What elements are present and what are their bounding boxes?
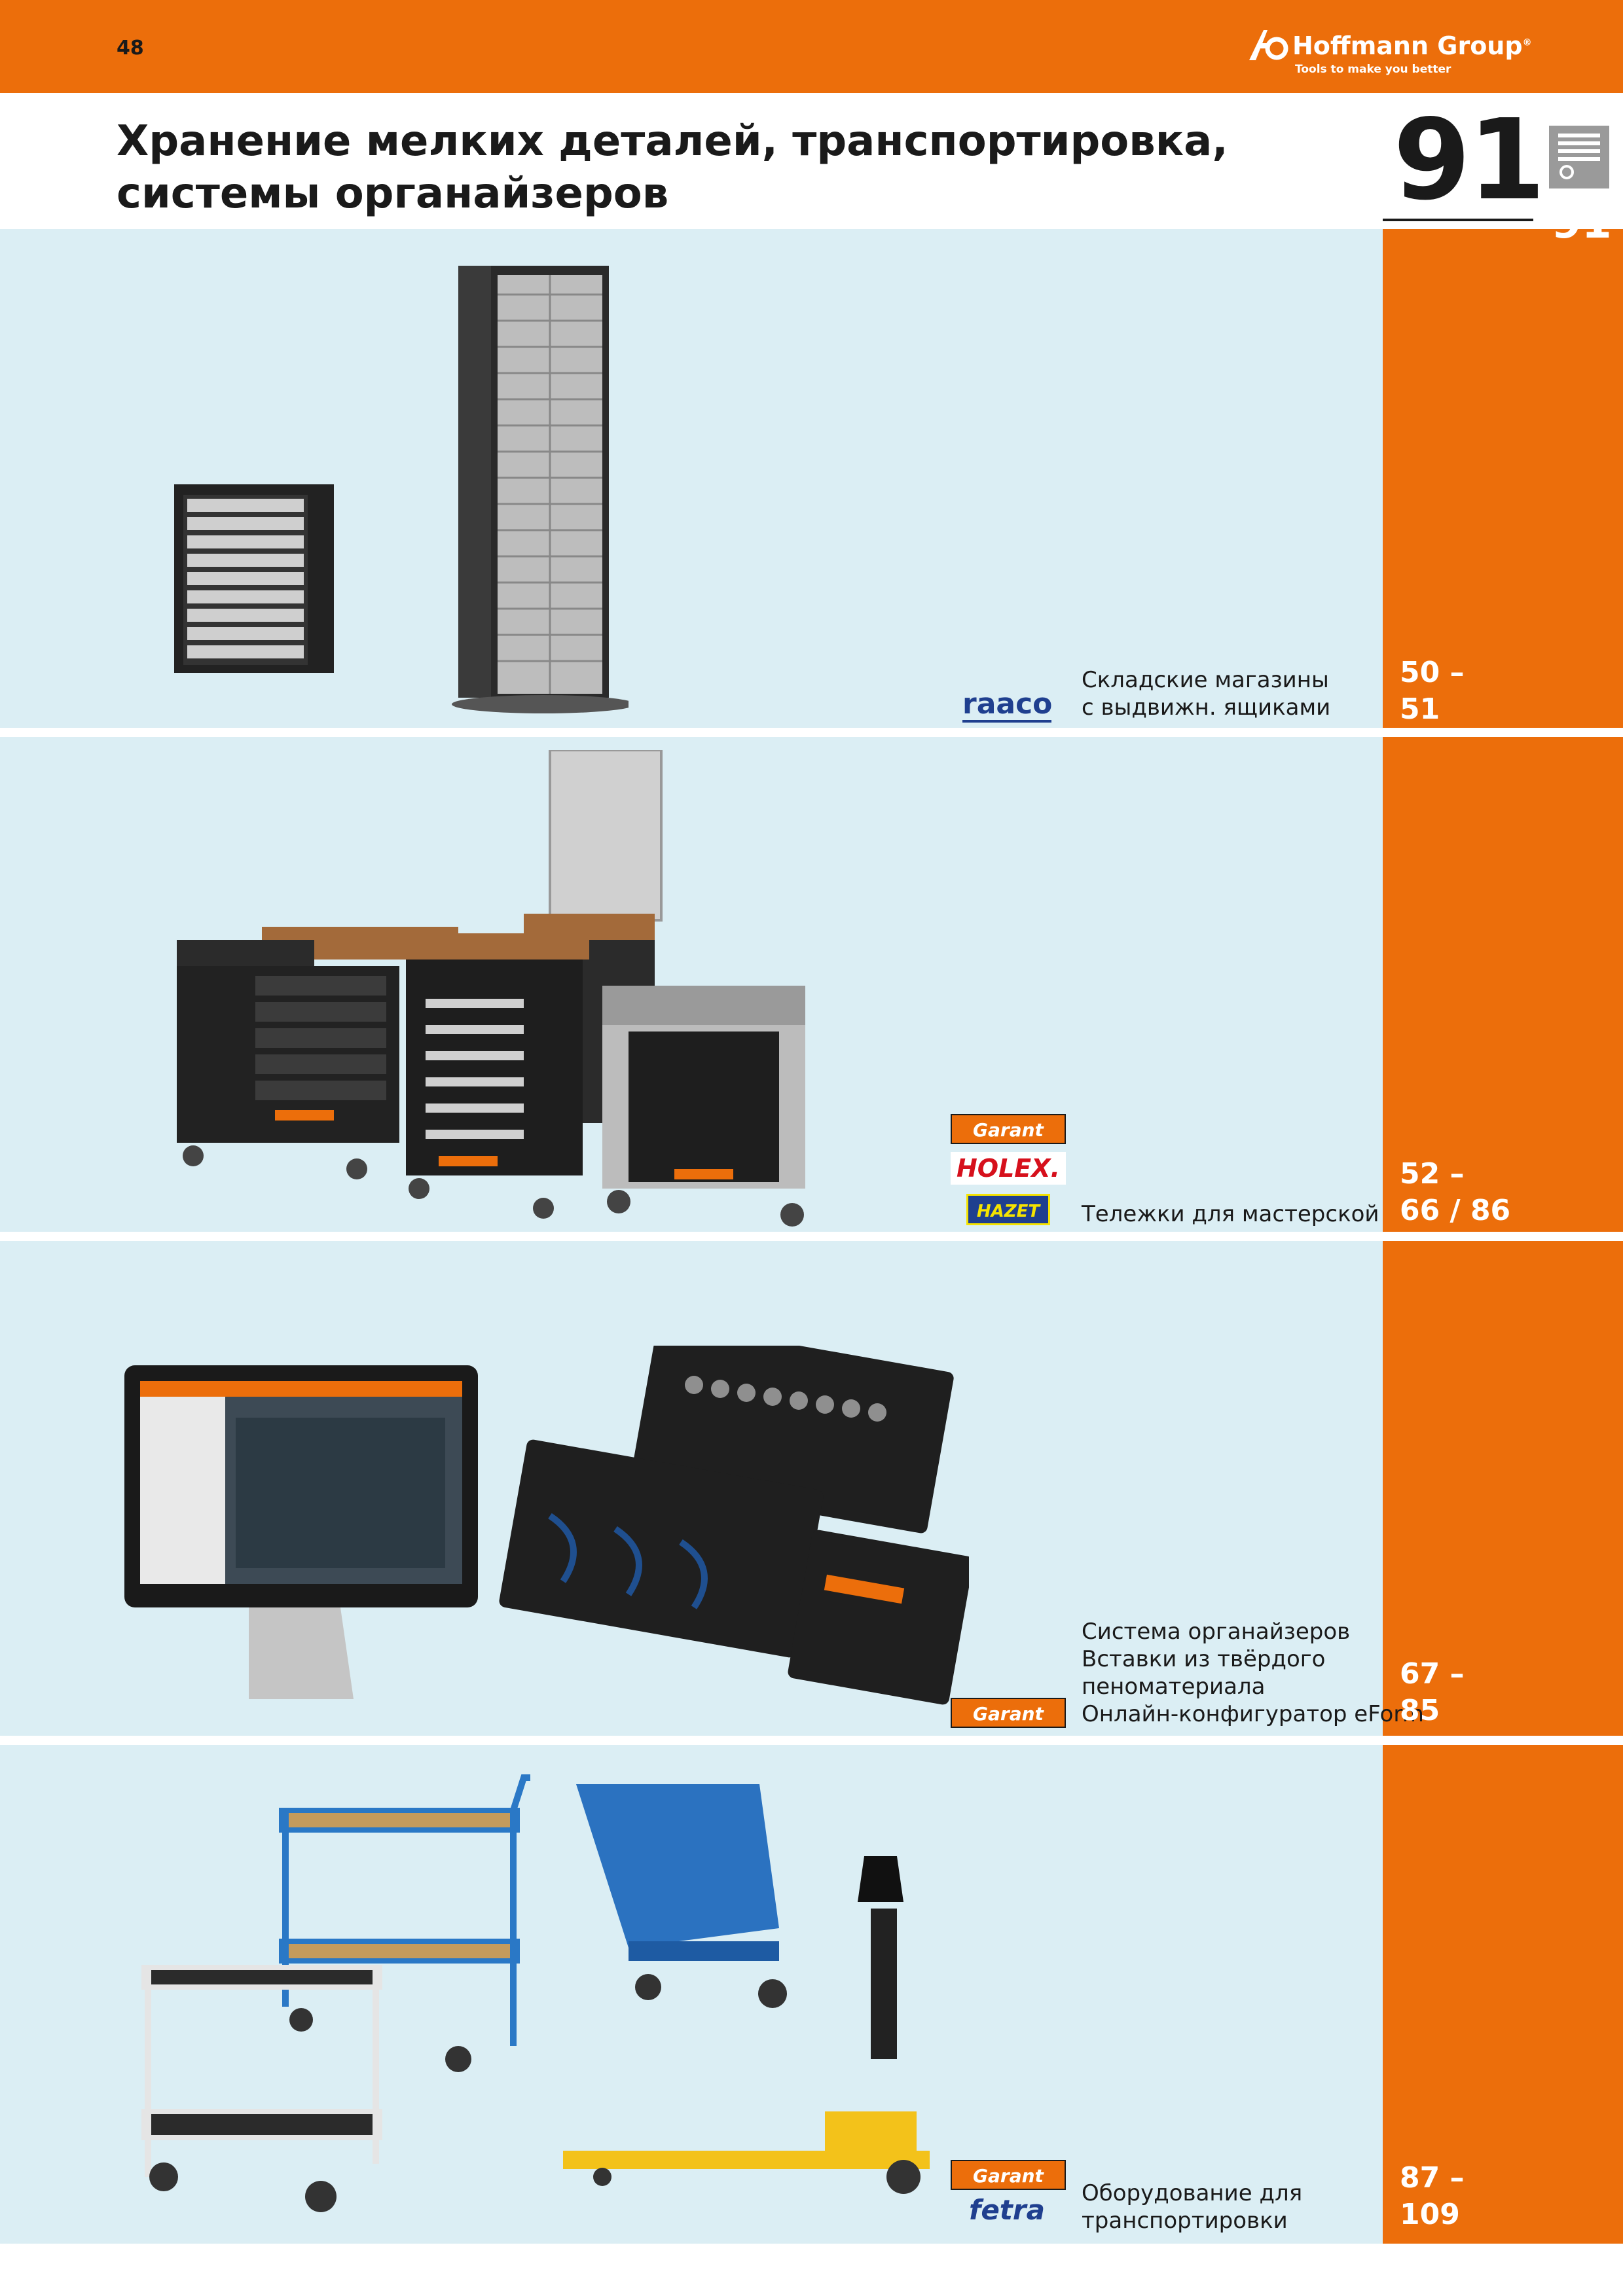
brand-logo-hazet[interactable]: HAZET bbox=[966, 1194, 1050, 1225]
page-title-line-2: системы органайзеров bbox=[117, 170, 669, 218]
page-range-line: 87 – bbox=[1400, 2161, 1465, 2195]
column-separator bbox=[1383, 728, 1623, 737]
section-label-line: пеноматериала bbox=[1082, 1674, 1266, 1700]
page-range-line: 85 bbox=[1400, 1694, 1440, 1727]
section-label-line: с выдвижн. ящиками bbox=[1082, 694, 1331, 721]
page-number: 48 bbox=[117, 37, 144, 60]
category-number-large: 91 bbox=[1393, 96, 1546, 225]
page-title-line-1: Хранение мелких деталей, транспортировка… bbox=[117, 117, 1228, 166]
hoffmann-group-logo[interactable]: Hoffmann Group® Tools to make you better bbox=[1244, 26, 1532, 79]
column-separator bbox=[1383, 1232, 1623, 1241]
brand-logo-garant[interactable]: Garant bbox=[951, 2160, 1066, 2190]
section-pages-storage[interactable]: 50 – 51 bbox=[1400, 655, 1465, 728]
brand-name-text: Hoffmann Group bbox=[1292, 31, 1523, 60]
page-range-line: 109 bbox=[1400, 2198, 1460, 2231]
drawer-cabinets-illustration bbox=[174, 266, 629, 713]
section-label-line: Оборудование для bbox=[1082, 2180, 1303, 2206]
section-label-transport: Оборудование для транспортировки bbox=[1082, 2179, 1389, 2234]
registered-mark: ® bbox=[1522, 37, 1532, 48]
drawer-cabinet-icon bbox=[1549, 126, 1609, 188]
column-separator bbox=[1383, 1736, 1623, 1745]
section-storage[interactable]: raaco Складские магазины с выдвижн. ящик… bbox=[0, 229, 1383, 728]
organiser-inserts-illustration bbox=[124, 1346, 969, 1705]
section-label-line: Вставки из твёрдого bbox=[1082, 1646, 1326, 1672]
hoffmann-logo-icon bbox=[1249, 30, 1288, 60]
section-pages-transport[interactable]: 87 – 109 bbox=[1400, 2160, 1465, 2233]
workshop-trolleys-illustration bbox=[177, 750, 805, 1227]
category-number-underline bbox=[1383, 219, 1533, 221]
icon-drawer-line bbox=[1558, 157, 1600, 161]
header-bar bbox=[0, 0, 1623, 93]
section-label-organisers: Система органайзеров Вставки из твёрдого… bbox=[1082, 1618, 1424, 1728]
icon-wheel bbox=[1559, 165, 1574, 179]
brand-logo-holex[interactable]: HOLEX. bbox=[951, 1152, 1066, 1185]
page-range-line: 52 – bbox=[1400, 1157, 1465, 1191]
brand-logo-garant[interactable]: Garant bbox=[951, 1114, 1066, 1144]
brand-name: Hoffmann Group® bbox=[1292, 31, 1532, 60]
icon-drawer-line bbox=[1558, 149, 1600, 153]
section-label-storage: Складские магазины с выдвижн. ящиками bbox=[1082, 666, 1389, 721]
brand-logo-raaco[interactable]: raaco bbox=[962, 689, 1052, 723]
section-label-line: Тележки для мастерской bbox=[1082, 1201, 1379, 1227]
page-range-line: 66 / 86 bbox=[1400, 1194, 1511, 1227]
section-label-trolleys: Тележки для мастерской bbox=[1082, 1200, 1389, 1228]
section-label-line: Складские магазины bbox=[1082, 667, 1329, 693]
section-label-line: Онлайн-конфигуратор eForm bbox=[1082, 1701, 1424, 1727]
page-range-line: 51 bbox=[1400, 692, 1440, 726]
page-range-line: 67 – bbox=[1400, 1657, 1465, 1691]
section-trolleys[interactable]: Garant Тележки для мастерской bbox=[0, 737, 1383, 1232]
icon-drawer-line bbox=[1558, 134, 1600, 137]
transport-equipment-illustration bbox=[141, 1774, 930, 2212]
category-number-small: 91 bbox=[1552, 198, 1612, 248]
category-tab[interactable]: 91 bbox=[1383, 198, 1623, 250]
section-organisers[interactable]: Garant Система органайзеров Вставки из т… bbox=[0, 1241, 1424, 1736]
section-transport[interactable]: Garant Оборудование для транспортировки bbox=[0, 1745, 1383, 2244]
page-range-line: 50 – bbox=[1400, 656, 1465, 689]
brand-logo-fetra[interactable]: fetra bbox=[969, 2194, 1045, 2226]
icon-drawer-line bbox=[1558, 141, 1600, 145]
brand-tagline: Tools to make you better bbox=[1295, 63, 1451, 76]
section-label-line: Система органайзеров bbox=[1082, 1619, 1351, 1645]
section-pages-trolleys[interactable]: 52 – 66 / 86 bbox=[1400, 1156, 1510, 1229]
section-pages-organisers[interactable]: 67 – 85 bbox=[1400, 1656, 1465, 1729]
page-title: Хранение мелких деталей, транспортировка… bbox=[117, 115, 1360, 220]
section-label-line: транспортировки bbox=[1082, 2208, 1288, 2234]
brand-logo-garant[interactable]: Garant bbox=[951, 1698, 1066, 1728]
